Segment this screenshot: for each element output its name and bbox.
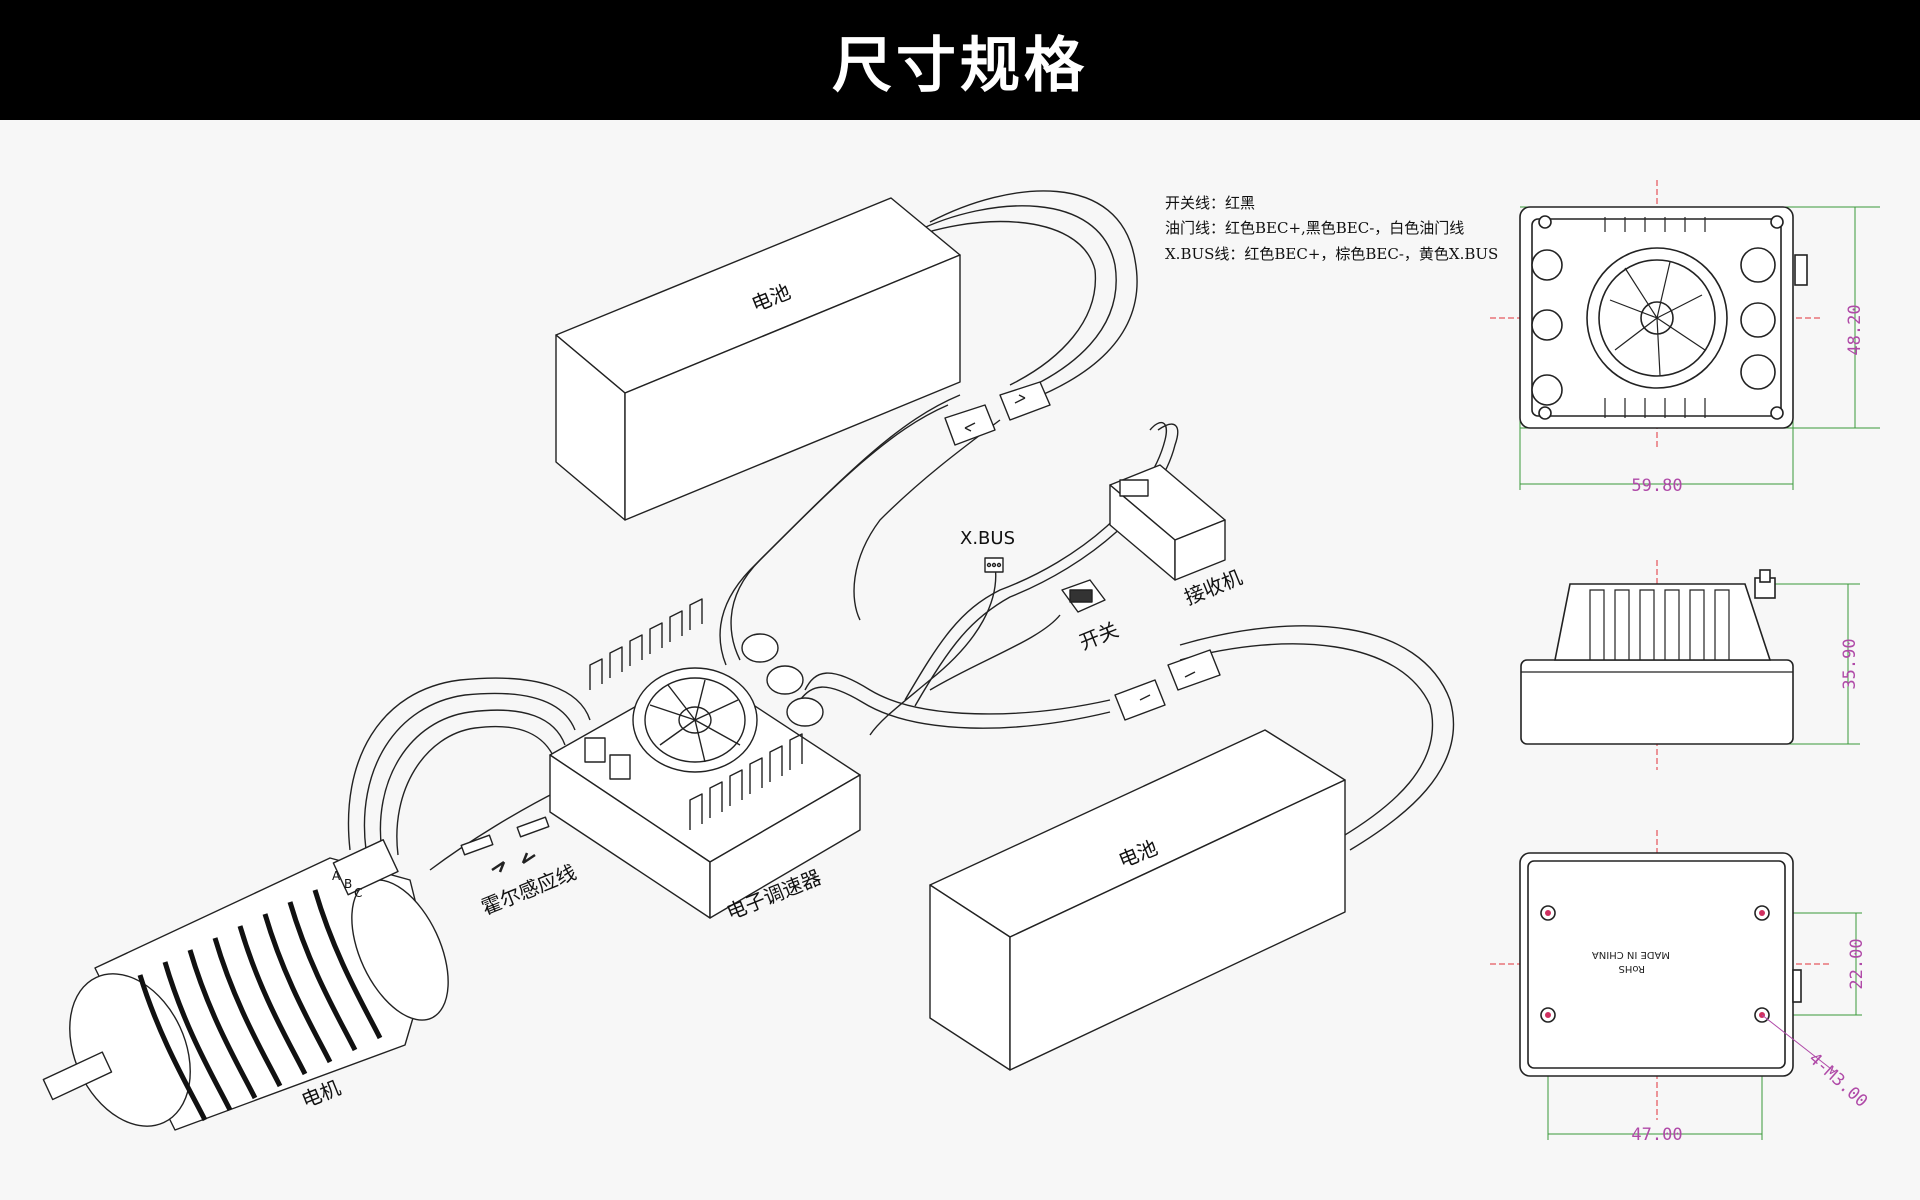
switch-label: 开关: [1076, 617, 1122, 654]
phase-b-label: B: [344, 877, 352, 891]
dim-top-width: 59.80: [1631, 476, 1682, 496]
signal-wires: [429, 421, 1179, 871]
receiver-box: [1109, 464, 1226, 581]
bottom-view: MADE IN CHINA RoHS 22.00 47.00 4-M3.00: [1490, 830, 1871, 1145]
dim-screw: 4-M3.00: [1805, 1049, 1872, 1112]
phase-c-label: C: [354, 886, 362, 900]
dim-top-height: 48.20: [1845, 304, 1865, 355]
battery-top-cables: [719, 190, 1138, 666]
note-xbus-wire: X.BUS线：红色BEC+，棕色BEC-，黄色X.BUS: [1165, 245, 1498, 263]
motor: [42, 839, 449, 1131]
dim-bottom-hole-x: 47.00: [1631, 1125, 1682, 1145]
made-in-china-marking: MADE IN CHINA: [1592, 949, 1670, 960]
dim-bottom-hole-y: 22.00: [1847, 938, 1867, 989]
rohs-marking: RoHS: [1619, 963, 1645, 974]
battery-bottom-cables: [799, 625, 1455, 851]
xbus-plug: [984, 557, 1004, 573]
battery-bottom: [929, 729, 1346, 1071]
page-title: 尺寸规格: [832, 30, 1088, 101]
connector-top: [944, 381, 1051, 446]
phase-a-label: A: [332, 869, 341, 883]
hall-sensor-plugs: [460, 816, 550, 873]
motor-phase-cables: [347, 677, 591, 856]
connector-bottom: [1114, 649, 1221, 721]
note-switch-wire: 开关线：红黑: [1165, 194, 1255, 212]
wiring-notes: 开关线：红黑 油门线：红色BEC+,黑色BEC-，白色油门线 X.BUS线：红色…: [1165, 194, 1498, 263]
battery-top: [555, 197, 961, 521]
side-view: 35.90: [1520, 560, 1860, 770]
page-header: 尺寸规格: [0, 0, 1920, 120]
switch-unit: [1061, 579, 1106, 613]
dim-side-height: 35.90: [1840, 638, 1860, 689]
esc-unit: [549, 598, 861, 919]
top-view: 48.20 59.80: [1490, 180, 1880, 496]
xbus-label: X.BUS: [960, 528, 1015, 549]
note-throttle-wire: 油门线：红色BEC+,黑色BEC-，白色油门线: [1165, 219, 1464, 237]
